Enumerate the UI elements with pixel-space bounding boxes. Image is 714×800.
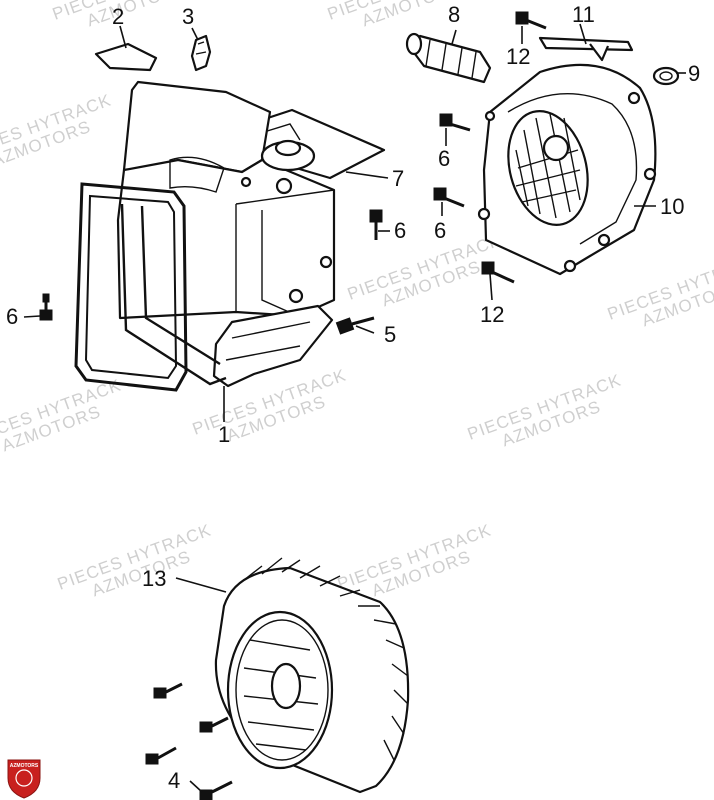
part-10-fan-cover	[477, 63, 657, 276]
callout-6-middle: 6	[394, 218, 406, 243]
callout-12-bottom: 12	[480, 302, 504, 327]
bolt-6-lower-right	[433, 187, 465, 208]
part-13-fan	[214, 557, 410, 794]
part-1-cover-housing	[116, 80, 336, 388]
callout-13: 13	[142, 566, 166, 591]
bolt-6-left	[39, 293, 53, 321]
callout-1: 1	[218, 422, 230, 447]
bolt-12-bottom	[481, 261, 515, 284]
bolt-4-group	[145, 682, 233, 800]
watermark: PIECES HYTRACK AZMOTORS	[0, 90, 114, 170]
watermark: PIECES HYTRACK AZMOTORS	[465, 370, 624, 450]
bolt-6-upper-right	[439, 113, 471, 132]
bolt-6-middle	[369, 209, 383, 240]
watermark: PIECES HYTRACK AZMOTORS	[0, 375, 124, 455]
callout-10: 10	[660, 194, 684, 219]
bolt-12-top	[515, 11, 547, 30]
callout-labels: 2 3 7 6 5 6 1 8 11 12 9 6 6 10 12 13 4	[6, 2, 700, 793]
watermark: PIECES HYTRACK AZMOTORS	[55, 520, 214, 600]
callout-8: 8	[448, 2, 460, 27]
part-8-cylinder	[405, 32, 492, 84]
callout-2: 2	[112, 4, 124, 29]
part-1-gasket-frame	[74, 182, 227, 392]
bolt-layer	[39, 11, 547, 800]
part-3-clip	[190, 34, 212, 72]
watermark: PIECES HYTRACK AZMOTORS	[325, 0, 484, 30]
watermark: PIECES HYTRACK AZMOTORS	[605, 250, 714, 330]
callout-3: 3	[182, 4, 194, 29]
part-2-plate	[94, 42, 158, 72]
callout-6-lower-right: 6	[434, 218, 446, 243]
part-9-ring	[652, 66, 680, 86]
callout-6-upper-right: 6	[438, 146, 450, 171]
callout-4: 4	[168, 768, 180, 793]
callout-12-top: 12	[506, 44, 530, 69]
callout-7: 7	[392, 166, 404, 191]
callout-11: 11	[572, 2, 595, 27]
leader-lines	[23, 23, 686, 793]
bolt-5	[335, 316, 375, 335]
callout-9: 9	[688, 61, 700, 86]
callout-5: 5	[384, 322, 396, 347]
callout-6-left: 6	[6, 304, 18, 329]
logo-text: AZMOTORS	[10, 763, 39, 769]
watermark: PIECES HYTRACK AZMOTORS	[190, 365, 349, 445]
azmotors-logo: AZMOTORS	[7, 759, 41, 799]
